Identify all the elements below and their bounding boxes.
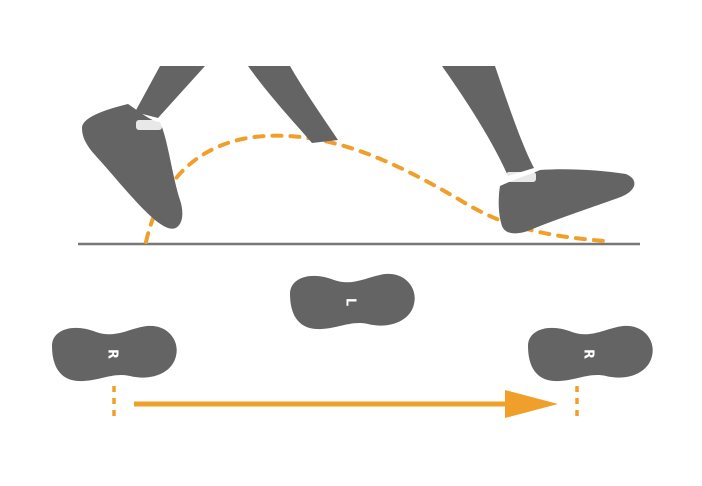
foot-trajectory-arc: [144, 133, 607, 244]
sock-front: [506, 172, 536, 182]
sock-back: [136, 120, 162, 130]
footprint-right-end: R: [528, 325, 653, 382]
leg-middle-shin: [248, 66, 338, 143]
arrow-right-icon-stride: [134, 390, 558, 418]
footprint-left-middle: L: [290, 273, 415, 330]
footprint-label-left-middle: L: [343, 298, 358, 306]
leg-with-shoe-icon-front: [442, 66, 635, 234]
leg-icon-middle: [248, 66, 338, 143]
footprint-right-start: R: [52, 325, 177, 382]
leg-back-shin: [135, 66, 205, 118]
footprint-label-right-end: R: [581, 349, 596, 359]
leg-with-shoe-icon-back: [82, 66, 205, 229]
leg-front-shin: [442, 66, 534, 176]
footprint-label-right-start: R: [105, 349, 120, 359]
shoe-back: [82, 104, 183, 229]
stride-arrow-head: [505, 390, 558, 418]
shoe-front: [498, 169, 635, 234]
